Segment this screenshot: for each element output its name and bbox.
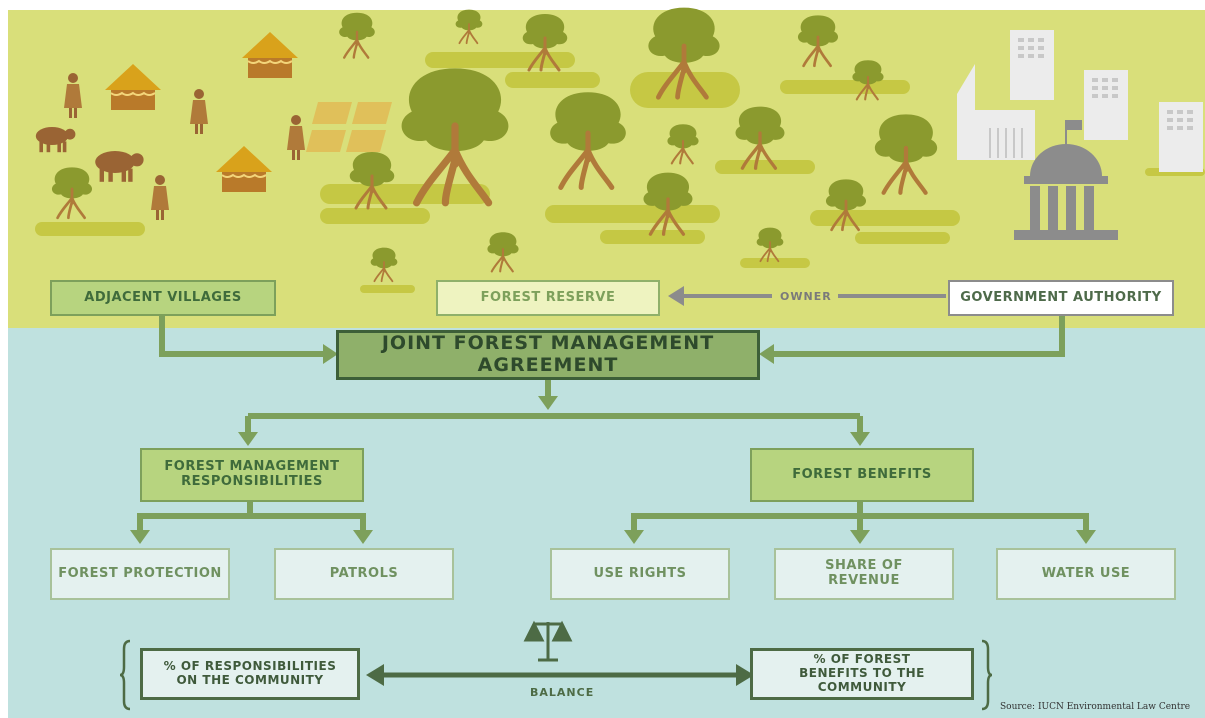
ground-patches bbox=[35, 52, 1205, 293]
responsibilities-label: FOREST MANAGEMENT RESPONSIBILITIES bbox=[164, 459, 340, 489]
use-rights-box: USE RIGHTS bbox=[550, 548, 730, 600]
water-use-label: WATER USE bbox=[1041, 565, 1131, 581]
forest-protection-label: FOREST PROTECTION bbox=[58, 565, 222, 581]
government-building-icon bbox=[1014, 120, 1118, 240]
owner-label: OWNER bbox=[780, 290, 832, 303]
share-of-revenue-box: SHARE OF REVENUE bbox=[774, 548, 954, 600]
patrols-box: PATROLS bbox=[274, 548, 454, 600]
use-rights-label: USE RIGHTS bbox=[593, 565, 687, 581]
forest-protection-box: FOREST PROTECTION bbox=[50, 548, 230, 600]
government-authority-label: GOVERNMENT AUTHORITY bbox=[960, 289, 1162, 305]
adjacent-villages-box: ADJACENT VILLAGES bbox=[50, 280, 276, 316]
joint-agreement-label: JOINT FOREST MANAGEMENT AGREEMENT bbox=[381, 332, 715, 376]
benefits-label: FOREST BENEFITS bbox=[792, 466, 932, 482]
adjacent-villages-label: ADJACENT VILLAGES bbox=[84, 289, 242, 305]
water-use-box: WATER USE bbox=[996, 548, 1176, 600]
source-credit: Source: IUCN Environmental Law Centre bbox=[1000, 702, 1191, 712]
community-responsibilities-label: % OF RESPONSIBILITIES ON THE COMMUNITY bbox=[163, 659, 337, 687]
field-tiles bbox=[306, 102, 392, 152]
share-of-revenue-label: SHARE OF REVENUE bbox=[825, 558, 903, 588]
owner-arrow bbox=[668, 286, 946, 306]
forest-reserve-box: FOREST RESERVE bbox=[436, 280, 660, 316]
scale-icon bbox=[523, 620, 573, 662]
patrols-label: PATROLS bbox=[329, 565, 399, 581]
community-benefits-label: % OF FOREST BENEFITS TO THE COMMUNITY bbox=[799, 652, 925, 694]
government-authority-box: GOVERNMENT AUTHORITY bbox=[948, 280, 1174, 316]
community-benefits-box: % OF FOREST BENEFITS TO THE COMMUNITY bbox=[750, 648, 974, 700]
right-brace bbox=[981, 639, 993, 711]
joint-agreement-box: JOINT FOREST MANAGEMENT AGREEMENT bbox=[336, 330, 760, 380]
connectors bbox=[137, 315, 1089, 532]
arrow-heads bbox=[130, 344, 1096, 544]
balance-label: BALANCE bbox=[530, 686, 595, 699]
balance-arrow bbox=[366, 664, 754, 686]
office-building-icon bbox=[957, 30, 1203, 172]
land-area bbox=[8, 10, 1205, 328]
left-brace bbox=[119, 639, 131, 711]
responsibilities-box: FOREST MANAGEMENT RESPONSIBILITIES bbox=[140, 448, 364, 502]
forest-reserve-label: FOREST RESERVE bbox=[480, 289, 616, 305]
community-responsibilities-box: % OF RESPONSIBILITIES ON THE COMMUNITY bbox=[140, 648, 360, 700]
benefits-box: FOREST BENEFITS bbox=[750, 448, 974, 502]
